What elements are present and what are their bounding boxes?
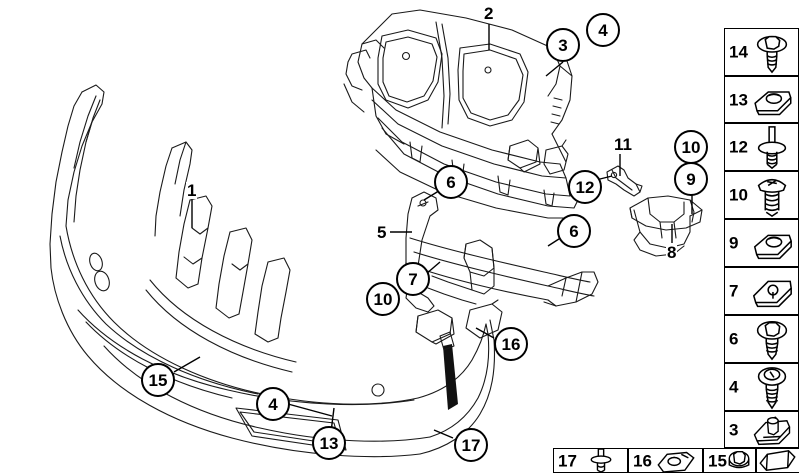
callout-6-right[interactable]: 6 xyxy=(557,214,591,248)
part-upper-small-brackets xyxy=(507,139,569,175)
callout-6-left[interactable]: 6 xyxy=(434,165,468,199)
callout-16[interactable]: 16 xyxy=(494,327,528,361)
legend-label-4: 4 xyxy=(729,377,739,397)
clip-plate-icon xyxy=(748,268,796,314)
leader-15 xyxy=(173,356,201,373)
callout-17[interactable]: 17 xyxy=(454,428,488,462)
hex-flange-screw-icon xyxy=(748,316,796,362)
callout-13[interactable]: 13 xyxy=(312,426,346,460)
wedge-clip-icon xyxy=(757,449,799,472)
legend-item-9[interactable]: 9 xyxy=(724,219,799,267)
legend-label-9: 9 xyxy=(729,233,739,253)
callout-5[interactable]: 5 xyxy=(376,223,388,242)
legend-item-7[interactable]: 7 xyxy=(724,267,799,315)
legend-item-17[interactable]: 17 xyxy=(553,448,628,473)
callout-8[interactable]: 8 xyxy=(666,243,678,262)
pin-rivet-icon xyxy=(748,124,796,170)
leader-4b xyxy=(287,403,333,417)
legend-label-15: 15 xyxy=(708,451,727,470)
legend-item-16[interactable]: 16 xyxy=(628,448,703,473)
callout-1[interactable]: 1 xyxy=(186,181,198,200)
callout-10-upper[interactable]: 10 xyxy=(674,130,708,164)
part-front-bumper-cover xyxy=(49,84,495,458)
legend-label-3: 3 xyxy=(729,420,739,439)
callout-9[interactable]: 9 xyxy=(674,162,708,196)
legend-label-7: 7 xyxy=(729,281,739,301)
callout-10-lower[interactable]: 10 xyxy=(366,282,400,316)
legend-item-14[interactable]: 14 xyxy=(724,28,799,76)
part-radiator-support-panel xyxy=(343,9,581,219)
part-side-mounting-bracket xyxy=(629,195,703,257)
pan-head-screw-icon xyxy=(748,172,796,218)
callout-11[interactable]: 11 xyxy=(613,135,633,154)
callout-2[interactable]: 2 xyxy=(483,4,495,23)
callout-4-top[interactable]: 4 xyxy=(586,13,620,47)
clip-bracket-icon xyxy=(652,449,700,472)
callout-3[interactable]: 3 xyxy=(546,28,580,62)
leader-3 xyxy=(545,61,564,77)
legend-item-13[interactable]: 13 xyxy=(724,76,799,123)
callout-15[interactable]: 15 xyxy=(141,363,175,397)
legend-label-6: 6 xyxy=(729,329,739,349)
legend-label-13: 13 xyxy=(729,90,748,109)
callout-7[interactable]: 7 xyxy=(396,262,430,296)
callout-12[interactable]: 12 xyxy=(568,170,602,204)
legend-item-15[interactable]: 15 xyxy=(703,448,756,473)
legend-item-12[interactable]: 12 xyxy=(724,123,799,171)
round-head-screw-icon xyxy=(748,364,796,410)
part-clip-11 xyxy=(606,165,643,197)
legend-item-4[interactable]: 4 xyxy=(724,363,799,411)
legend-item-10[interactable]: 10 xyxy=(724,171,799,219)
callout-4-bottom[interactable]: 4 xyxy=(256,387,290,421)
legend-label-12: 12 xyxy=(729,137,748,157)
u-clip-nut-icon xyxy=(748,77,796,122)
u-clip-nut-icon xyxy=(748,220,796,266)
expanding-rivet-icon xyxy=(577,449,625,472)
legend-item-wedge[interactable] xyxy=(756,448,799,473)
hex-nut-icon xyxy=(723,449,755,472)
part-lower-small-brackets xyxy=(415,299,503,345)
legend-label-16: 16 xyxy=(633,451,652,470)
legend-item-6[interactable]: 6 xyxy=(724,315,799,363)
bracket-clip-icon xyxy=(748,412,796,447)
legend-item-3[interactable]: 3 xyxy=(724,411,799,448)
legend-label-17: 17 xyxy=(558,451,577,470)
legend-label-14: 14 xyxy=(729,42,748,62)
part-bumper-reinforcement-bar xyxy=(403,191,599,313)
hex-flange-screw-icon xyxy=(748,29,796,75)
leader-17 xyxy=(433,429,454,439)
legend-label-10: 10 xyxy=(729,185,748,205)
leader-16 xyxy=(475,327,495,339)
